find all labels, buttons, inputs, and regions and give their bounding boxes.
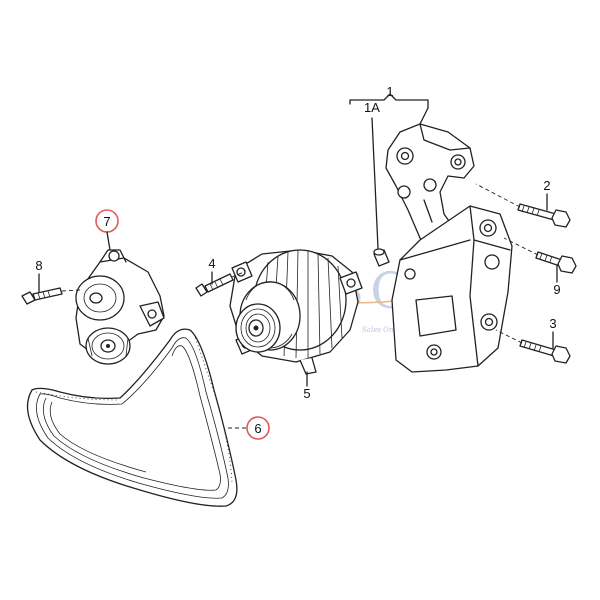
callout-label-9: 9 xyxy=(553,282,560,297)
callout-label-7: 7 xyxy=(103,214,110,229)
bolt-2 xyxy=(475,183,571,228)
bolt-4 xyxy=(195,271,245,297)
callout-label-1: 1 xyxy=(386,84,393,99)
callout-8: 8 xyxy=(35,258,43,293)
alternator xyxy=(229,249,363,375)
callout-9: 9 xyxy=(553,265,561,297)
callout-7: 7 xyxy=(95,209,119,251)
callout-label-1a: 1A xyxy=(364,100,380,115)
callout-label-2: 2 xyxy=(543,178,550,193)
callout-3: 3 xyxy=(549,316,557,349)
callout-2: 2 xyxy=(543,178,551,211)
callout-label-4: 4 xyxy=(208,256,215,271)
callout-label-8: 8 xyxy=(35,258,42,273)
callout-label-6: 6 xyxy=(254,421,261,436)
callout-4: 4 xyxy=(208,256,216,285)
callout-1a: 1A xyxy=(364,100,380,249)
highlight-circle-6 xyxy=(246,416,270,440)
watermark-subtext: Sales Online xyxy=(362,326,407,334)
bolt-3 xyxy=(495,329,571,364)
callout-1: 1 xyxy=(349,84,429,125)
belt-tensioner xyxy=(75,249,165,365)
ribbed-belt xyxy=(26,328,238,507)
mounting-bracket xyxy=(385,123,513,373)
bolt-9 xyxy=(503,237,577,274)
sleeve-part-1a xyxy=(373,248,390,267)
callout-label-3: 3 xyxy=(549,316,556,331)
callout-6: 6 xyxy=(226,416,270,440)
callout-label-5: 5 xyxy=(303,386,310,401)
callout-5: 5 xyxy=(303,371,311,401)
bolt-8 xyxy=(21,287,81,305)
